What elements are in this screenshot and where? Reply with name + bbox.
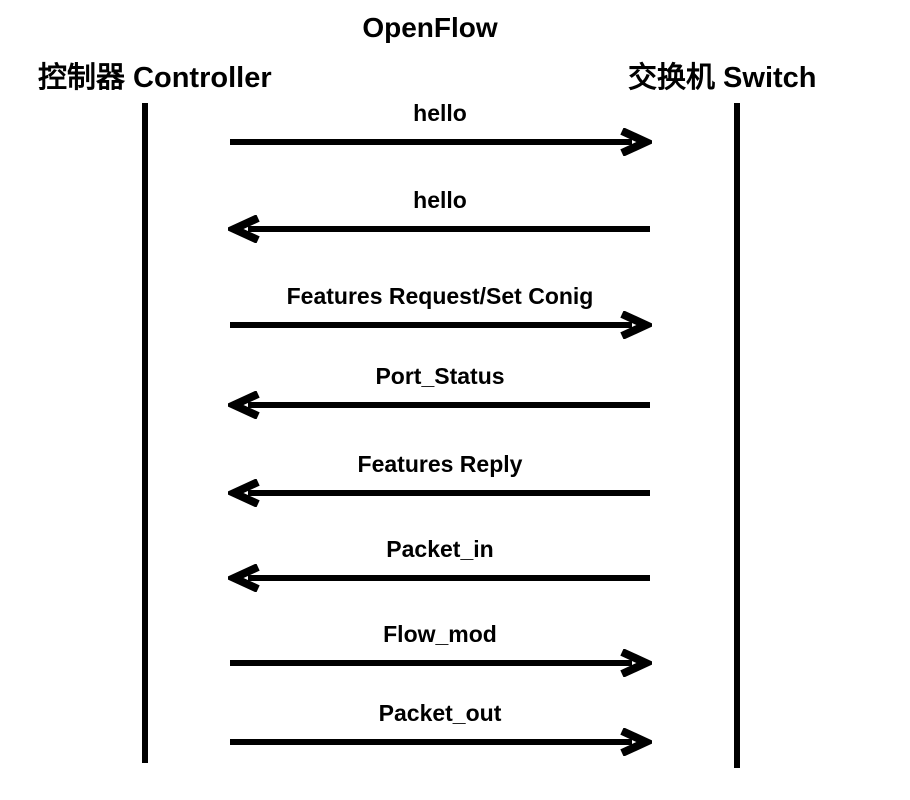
message-row: Features Reply xyxy=(228,449,652,519)
message-row: hello xyxy=(228,185,652,255)
message-arrow-icon xyxy=(228,479,650,507)
message-label: Flow_mod xyxy=(383,621,497,647)
message-arrow-icon xyxy=(228,564,650,592)
message-label: Features Request/Set Conig xyxy=(286,283,594,309)
message-row: Flow_mod xyxy=(228,619,652,689)
message-row: Packet_in xyxy=(228,534,652,604)
message-label: hello xyxy=(413,187,467,213)
message-arrow-icon xyxy=(230,128,652,156)
actor-controller-label: 控制器 Controller xyxy=(38,62,272,94)
message-label: Packet_in xyxy=(386,536,494,562)
message-row: hello xyxy=(228,98,652,168)
message-label: Packet_out xyxy=(378,700,502,726)
message-row: Features Request/Set Conig xyxy=(228,281,652,351)
message-row: Packet_out xyxy=(228,698,652,768)
message-row: Port_Status xyxy=(228,361,652,431)
diagram-title: OpenFlow xyxy=(362,12,498,43)
message-arrow-icon xyxy=(228,391,650,419)
message-arrow-icon xyxy=(230,649,652,677)
message-arrow-icon xyxy=(228,215,650,243)
message-arrow-icon xyxy=(230,728,652,756)
message-label: Port_Status xyxy=(375,363,505,389)
message-label: Features Reply xyxy=(357,451,523,477)
message-label: hello xyxy=(413,100,467,126)
switch-lifeline xyxy=(734,103,740,768)
controller-lifeline xyxy=(142,103,148,763)
actor-switch-label: 交换机 Switch xyxy=(628,62,817,94)
message-arrow-icon xyxy=(230,311,652,339)
